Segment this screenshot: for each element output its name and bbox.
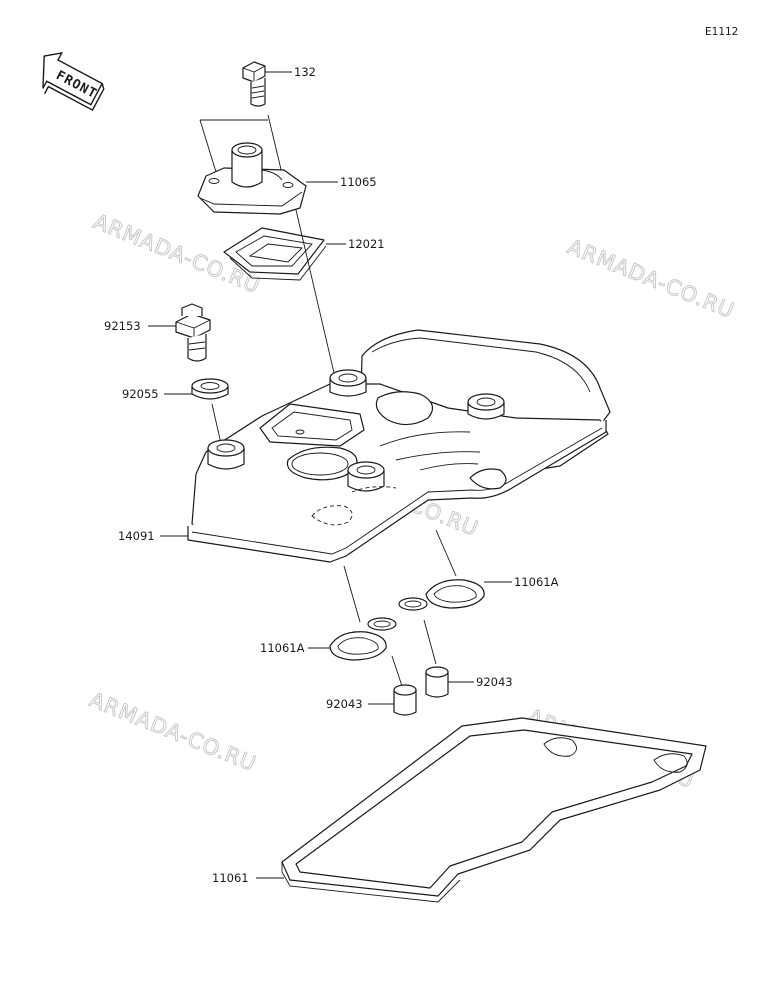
bolt-132 (242, 61, 266, 107)
dowel-pin-92043-left (393, 684, 417, 716)
part-number-12021: 12021 (348, 237, 385, 251)
part-number-132: 132 (294, 65, 316, 79)
part-number-11065: 11065 (340, 175, 377, 189)
part-number-11061a-right: 11061A (514, 575, 559, 589)
dowel-pin-92043-right (425, 666, 449, 698)
part-number-92043-right: 92043 (476, 675, 513, 689)
cylinder-head-cover-14091 (187, 329, 611, 563)
breather-cover-11065 (197, 142, 307, 215)
watermark: ARMADA-CO.RU (564, 234, 738, 323)
head-cover-gasket-11061 (281, 717, 707, 903)
part-number-92055: 92055 (122, 387, 159, 401)
part-number-14091: 14091 (118, 529, 155, 543)
front-arrow-icon: FRONT (42, 52, 105, 112)
plug-gasket-11061a-left (329, 617, 397, 661)
bolt-92153 (175, 303, 211, 362)
part-number-11061a-left: 11061A (260, 641, 305, 655)
part-number-11061: 11061 (212, 871, 249, 885)
watermark: ARMADA-CO.RU (86, 687, 260, 776)
part-number-92043-left: 92043 (326, 697, 363, 711)
reed-valve-12021 (223, 227, 327, 281)
diagram-code: E1112 (705, 26, 738, 38)
grommet-92055 (191, 378, 229, 400)
part-number-92153: 92153 (104, 319, 141, 333)
plug-gasket-11061a-right (398, 579, 485, 611)
